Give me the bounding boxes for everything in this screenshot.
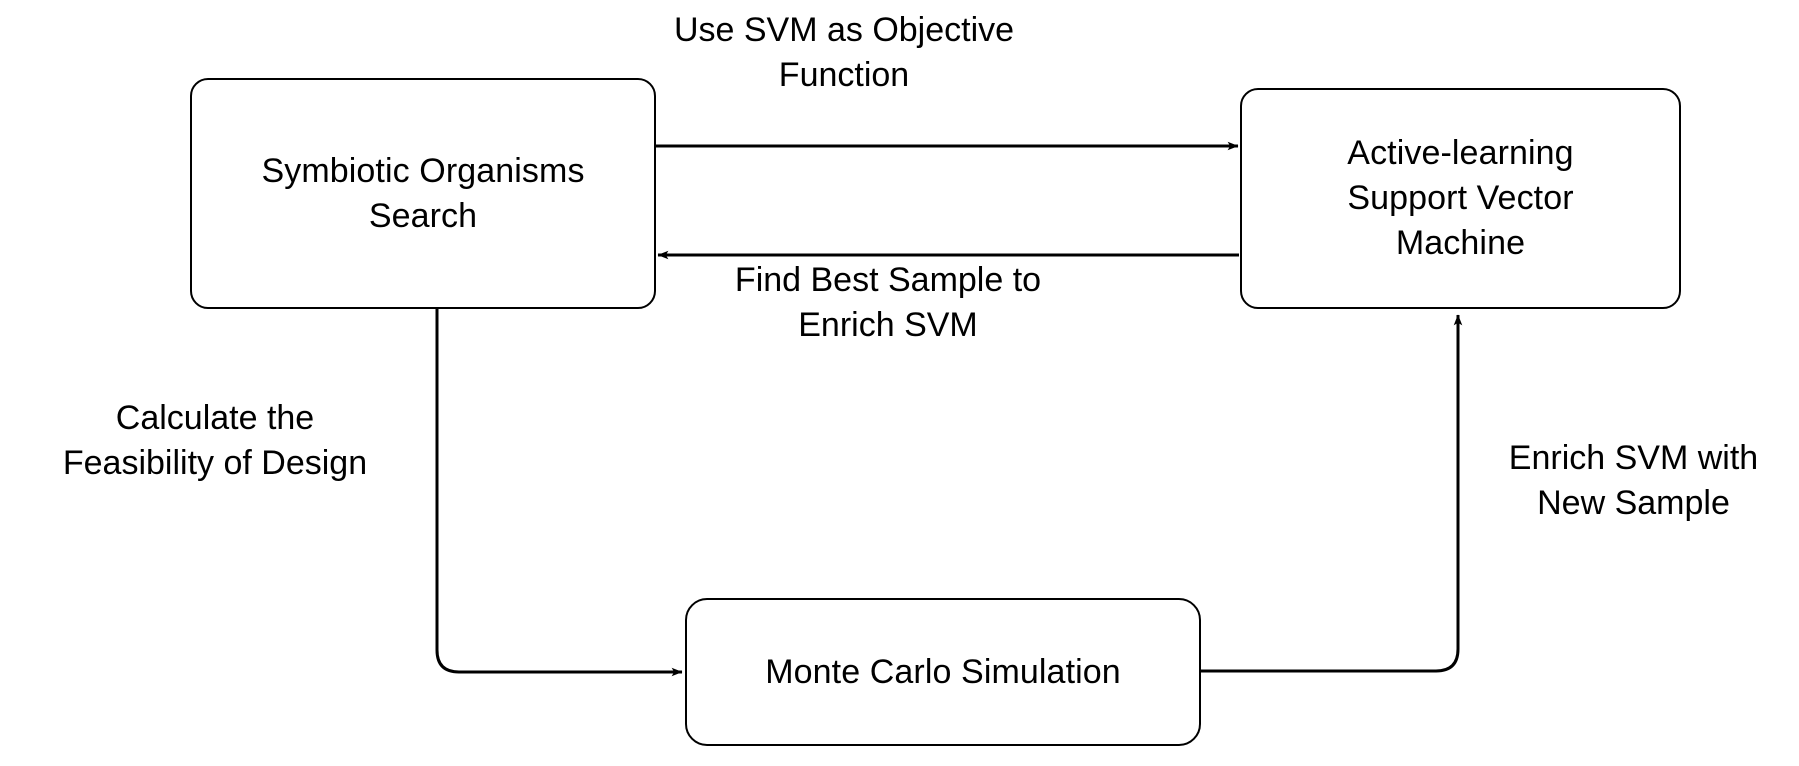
node-monte-carlo-simulation[interactable]: Monte Carlo Simulation — [685, 598, 1201, 746]
edge-label-enrich-svm-with-new-sample: Enrich SVM with New Sample — [1508, 439, 1759, 522]
node-svm-label: Active-learning Support Vector Machine — [1347, 134, 1574, 262]
edge-mcs-to-svm — [1201, 314, 1463, 673]
edge-label-calculate-the-feasibility-of-design: Calculate the Feasibility of Design — [62, 399, 368, 482]
node-mcs-label: Monte Carlo Simulation — [765, 652, 1121, 691]
edge-sos-to-mcs — [435, 309, 683, 677]
edge-label-use-svm-as-objective-function: Use SVM as Objective Function — [673, 11, 1015, 94]
node-active-learning-support-vector-machine[interactable]: Active-learning Support Vector Machine — [1240, 88, 1681, 309]
node-symbiotic-organisms-search[interactable]: Symbiotic Organisms Search — [190, 78, 656, 309]
edge-label-find-best-sample-to-enrich-svm: Find Best Sample to Enrich SVM — [734, 261, 1042, 344]
node-sos-label: Symbiotic Organisms Search — [261, 151, 585, 235]
